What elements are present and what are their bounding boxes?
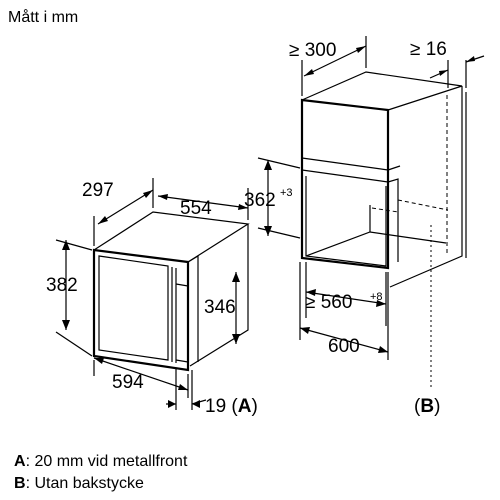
niche-height-tolerance: +3 xyxy=(280,187,293,199)
niche-cabinet xyxy=(300,71,467,388)
niche-side xyxy=(389,86,463,288)
appliance-depth-dimline xyxy=(97,189,154,225)
appliance-front-width-label: 594 xyxy=(112,372,144,393)
niche-width-tolerance: +8 xyxy=(370,291,383,303)
niche-depth-dimline xyxy=(303,45,367,77)
rear-ref-label: (B) xyxy=(414,396,440,417)
niche-rear-gap-label: ≥ 16 xyxy=(410,39,447,60)
appliance-top xyxy=(93,211,250,263)
appliance xyxy=(92,211,250,372)
cabinet-width-label: 600 xyxy=(328,336,360,357)
appliance-door xyxy=(98,255,169,361)
niche-top xyxy=(301,71,463,111)
appliance-front xyxy=(92,248,190,372)
note-b: B: Utan bakstycke xyxy=(14,475,144,492)
units-title: Mått i mm xyxy=(8,8,78,26)
appliance-inner-height-label: 346 xyxy=(204,297,236,318)
appliance-width-dimline xyxy=(157,195,249,209)
appliance-depth-label: 297 xyxy=(82,180,114,201)
note-a: A: 20 mm vid metallfront xyxy=(14,453,188,470)
front-offset-label: 19 (A) xyxy=(205,396,258,417)
niche-depth-label: ≥ 300 xyxy=(289,40,336,61)
appliance-side xyxy=(189,224,249,367)
niche-width-dimline xyxy=(305,291,387,305)
appliance-front-width-dimline xyxy=(93,357,189,391)
niche-shelf-line xyxy=(301,169,389,183)
niche-width-label: ≥ 560 xyxy=(305,292,352,313)
appliance-width-label: 554 xyxy=(180,198,212,219)
appliance-height-label: 382 xyxy=(46,275,78,296)
niche-height-label: 362 xyxy=(244,190,276,211)
cabinet-width-dimline xyxy=(299,327,389,353)
niche-front-frame xyxy=(300,98,390,270)
